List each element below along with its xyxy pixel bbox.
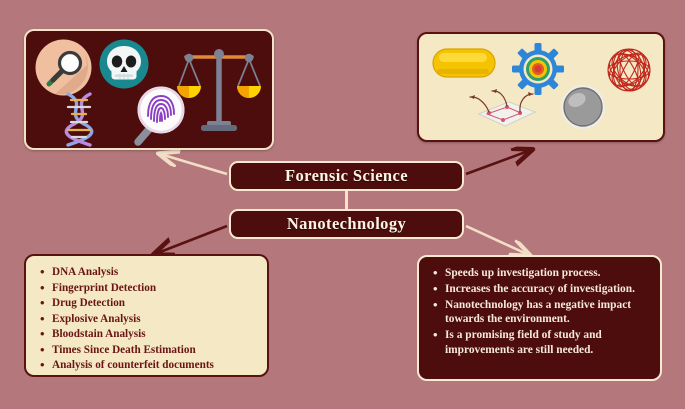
gear-nanoparticle-icon xyxy=(512,43,564,95)
nanotechnology-impact-list: Speeds up investigation process. Increas… xyxy=(417,255,662,381)
nanotechnology-node[interactable]: Nanotechnology xyxy=(229,209,464,239)
forensic-science-node[interactable]: Forensic Science xyxy=(229,161,464,191)
list-item: Analysis of counterfeit documents xyxy=(40,357,259,373)
list-item: Fingerprint Detection xyxy=(40,280,259,296)
list-item: DNA Analysis xyxy=(40,264,259,280)
impact-items: Speeds up investigation process. Increas… xyxy=(429,265,652,358)
nanosphere-icon xyxy=(561,85,605,129)
fingerprint-magnifier-icon xyxy=(134,86,185,146)
list-item: Explosive Analysis xyxy=(40,311,259,327)
arrow-nano-to-illustration xyxy=(465,150,531,176)
forensic-science-illustration xyxy=(24,29,274,150)
magnifying-glass-icon xyxy=(35,39,92,96)
list-item: Times Since Death Estimation xyxy=(40,342,259,358)
list-item: Bloodstain Analysis xyxy=(40,326,259,342)
list-item: Increases the accuracy of investigation. xyxy=(433,281,652,298)
connector-forensic-to-nano xyxy=(345,190,348,210)
arrow-forensic-to-illustration xyxy=(160,154,228,176)
arrow-nano-to-impact xyxy=(465,224,529,255)
applications-items: DNA Analysis Fingerprint Detection Drug … xyxy=(36,264,259,374)
list-item: Drug Detection xyxy=(40,295,259,311)
buckyball-tangle-icon xyxy=(607,48,651,92)
forensic-applications-list: DNA Analysis Fingerprint Detection Drug … xyxy=(24,254,269,377)
forensic-science-label: Forensic Science xyxy=(285,166,408,185)
scales-of-justice-icon xyxy=(177,49,261,131)
dna-helix-icon xyxy=(64,92,94,147)
nanotechnology-label: Nanotechnology xyxy=(286,214,407,233)
list-item: Speeds up investigation process. xyxy=(433,265,652,282)
skull-icon xyxy=(99,39,149,89)
list-item: Is a promising field of study and improv… xyxy=(433,327,652,358)
list-item: Nanotechnology has a negative impact tow… xyxy=(433,297,652,328)
nanocapsule-icon xyxy=(432,48,496,78)
nanotechnology-illustration xyxy=(417,32,665,142)
arrow-nano-to-applications xyxy=(155,224,228,254)
nanowire-chip-icon xyxy=(469,89,537,127)
